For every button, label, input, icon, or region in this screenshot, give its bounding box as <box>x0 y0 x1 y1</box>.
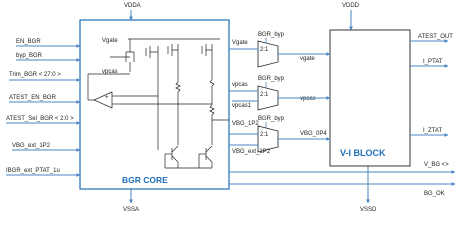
atest-en-bgr-label: ATEST_EN_BGR <box>9 95 57 101</box>
output-bg-ok: BG_OK <box>229 182 456 197</box>
core-vpcas-label: vpcas <box>102 69 118 75</box>
vdda-supply: VDDA <box>124 3 141 21</box>
mux-vpcas-in-top: vpcas <box>232 82 248 88</box>
input-trim-bgr: Trim_BGR < 27:0 > <box>9 72 81 82</box>
output-i-ztat: I_ZTAT <box>410 128 449 137</box>
mux-vgate: 2:1 BGR_byp Vgate vgate <box>229 32 331 68</box>
output-i-ptat: I_PTAT <box>410 59 449 68</box>
mux-vbg-sel: BGR_byp <box>258 116 285 122</box>
atest-sel-bgr-label: ATEST_Sel_BGR < 2:0 > <box>6 116 74 122</box>
mux-vbg-in-bot: VBG_ext_1P2 <box>232 149 271 155</box>
vddd-supply: VDDD <box>342 3 360 31</box>
amp-plus: + <box>105 95 109 101</box>
vddd-label: VDDD <box>342 3 360 9</box>
vi-block <box>329 29 411 167</box>
vssd-supply: VSSD <box>360 166 377 213</box>
mux-vpcas-out: vpcas <box>300 96 316 102</box>
vdda-label: VDDA <box>124 3 141 9</box>
mux-vgate-out: vgate <box>300 56 315 62</box>
output-v-bg: V_BG <> <box>229 162 456 174</box>
vbg-ext-1p2-label: VBG_ext_1P2 <box>12 143 51 149</box>
input-atest-sel-bgr: ATEST_Sel_BGR < 2:0 > <box>6 116 81 125</box>
bgr-core-schematic <box>87 38 229 169</box>
bgr-core-title: BGR CORE <box>122 175 168 185</box>
bgr-core-block <box>79 19 230 190</box>
mux-vbg-ratio: 2:1 <box>260 132 269 138</box>
mux-vpcas: 2:1 BGR_byp vpcas vpcas1 vpcas <box>229 76 331 111</box>
i-ztat-label: I_ZTAT <box>423 128 442 134</box>
vssa-label: VSSA <box>123 207 139 213</box>
input-byp-bgr: byp_BGR <box>16 53 81 62</box>
i-ptat-label: I_PTAT <box>423 59 443 65</box>
vi-block-title: V-I BLOCK <box>340 148 386 158</box>
vssa-supply: VSSA <box>123 189 139 213</box>
mux-vgate-sel: BGR_byp <box>258 32 285 38</box>
input-en-bgr: EN_BGR <box>16 39 81 48</box>
mux-vbg: 2:1 BGR_byp VBG_1P2 VBG_ext_1P2 VBG_0P4 <box>229 116 331 155</box>
bgr-block-diagram: VDDA VDDD VSSA VSSD BGR CORE V-I BLOCK E… <box>6 3 456 213</box>
byp-bgr-label: byp_BGR <box>16 53 43 59</box>
input-atest-en-bgr: ATEST_EN_BGR <box>9 95 81 104</box>
mux-vpcas-sel: BGR_byp <box>258 76 285 82</box>
output-atest-out: ATEST_OUT <box>410 34 453 43</box>
atest-out-label: ATEST_OUT <box>418 34 453 40</box>
core-vgate-label: Vgate <box>102 38 118 44</box>
input-vbg-ext-1p2: VBG_ext_1P2 <box>12 143 81 152</box>
mux-vbg-in-top: VBG_1P2 <box>232 121 259 127</box>
en-bgr-label: EN_BGR <box>16 39 41 45</box>
mux-vpcas-in-bot: vpcas1 <box>232 103 252 109</box>
vssd-label: VSSD <box>360 207 377 213</box>
input-ibgr-ext-ptat: IBGR_ext_PTAT_1u <box>6 168 81 177</box>
amp-minus: - <box>105 103 107 109</box>
mux-vbg-out: VBG_0P4 <box>300 131 327 137</box>
v-bg-label: V_BG <> <box>424 162 449 168</box>
bg-ok-label: BG_OK <box>424 191 445 197</box>
mux-vpcas-ratio: 2:1 <box>260 92 269 98</box>
mux-vgate-ratio: 2:1 <box>260 47 269 53</box>
mux-vgate-in-top: Vgate <box>232 40 248 46</box>
ibgr-ext-ptat-label: IBGR_ext_PTAT_1u <box>6 168 60 174</box>
trim-bgr-label: Trim_BGR < 27:0 > <box>9 72 61 78</box>
